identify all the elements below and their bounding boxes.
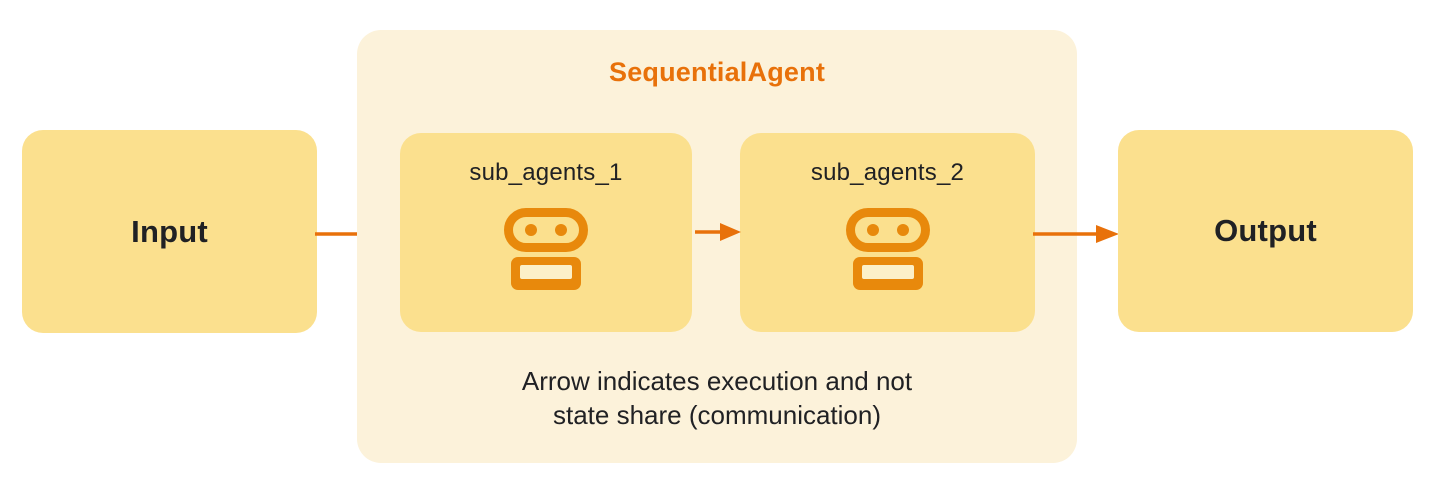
node-sub-agents-1-label: sub_agents_1 <box>469 159 623 186</box>
node-sub-agents-2-label: sub_agents_2 <box>810 159 965 186</box>
caption: Arrow indicates execution and not state … <box>357 364 1077 432</box>
arrow-sub2-to-output <box>1033 225 1119 243</box>
node-output-label: Output <box>1214 213 1317 248</box>
group-title: SequentialAgent <box>608 57 826 87</box>
robot-icon <box>845 208 930 290</box>
node-input-label: Input <box>131 213 208 249</box>
caption-line-1: Arrow indicates execution and not <box>521 366 913 396</box>
node-sub-agents-2: sub_agents_2 <box>740 133 1035 332</box>
robot-icon <box>504 208 588 290</box>
caption-line-2: state share (communication) <box>552 400 882 430</box>
node-output: Output <box>1118 130 1413 332</box>
node-input: Input <box>22 130 317 333</box>
sequential-agent-container: SequentialAgent sub_agents_1 sub_agents_… <box>357 30 1077 463</box>
arrow-sub1-to-sub2 <box>695 223 741 241</box>
node-sub-agents-1: sub_agents_1 <box>400 133 692 332</box>
